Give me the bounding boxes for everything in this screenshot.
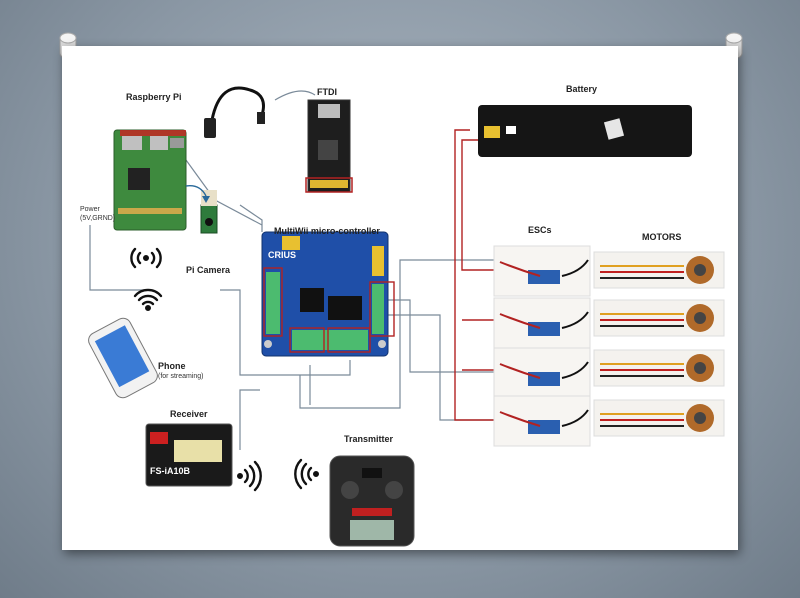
esc-4 — [493, 395, 591, 447]
multiwii-board — [261, 231, 395, 357]
esc-1 — [493, 245, 591, 297]
label-multiwii: MultiWii micro-controller — [274, 226, 380, 236]
receiver-device — [145, 423, 233, 487]
motor-4 — [593, 399, 725, 437]
ftdi-board — [305, 99, 353, 193]
motor-1 — [593, 251, 725, 289]
esc-3 — [493, 347, 591, 399]
wifi-icon-receiver — [237, 460, 262, 492]
transmitter-device — [329, 455, 415, 547]
label-power: Power — [80, 206, 100, 213]
esc-group — [493, 245, 591, 447]
arrow-icon — [185, 185, 210, 203]
red-wires — [454, 129, 495, 421]
label-ftdi: FTDI — [317, 87, 337, 97]
esc-2 — [493, 297, 591, 349]
motor-group — [593, 251, 725, 437]
phone-device — [88, 317, 158, 399]
motor-2 — [593, 299, 725, 337]
label-battery: Battery — [566, 84, 598, 94]
label-pi-camera: Pi Camera — [186, 265, 231, 275]
wifi-icon-phone — [133, 288, 163, 311]
motor-3 — [593, 349, 725, 387]
label-raspberry-pi: Raspberry Pi — [126, 92, 182, 102]
wifi-icon-transmitter — [294, 458, 319, 490]
label-power-detail: (5V,GRND) — [80, 215, 116, 222]
raspberry-pi-board — [113, 129, 187, 231]
label-transmitter: Transmitter — [344, 434, 394, 444]
battery-pack — [478, 105, 692, 157]
crius-text: CRIUS — [268, 250, 297, 260]
label-phone-detail: (for streaming) — [158, 373, 204, 380]
gray-wires — [89, 90, 495, 450]
usb-cable-icon — [204, 86, 265, 138]
label-phone: Phone — [158, 361, 186, 371]
wifi-icon-pi — [130, 247, 162, 269]
label-motors: MOTORS — [642, 232, 682, 242]
receiver-model-text: FS-iA10B — [150, 466, 191, 476]
label-escs: ESCs — [528, 225, 552, 235]
label-receiver: Receiver — [170, 409, 208, 419]
